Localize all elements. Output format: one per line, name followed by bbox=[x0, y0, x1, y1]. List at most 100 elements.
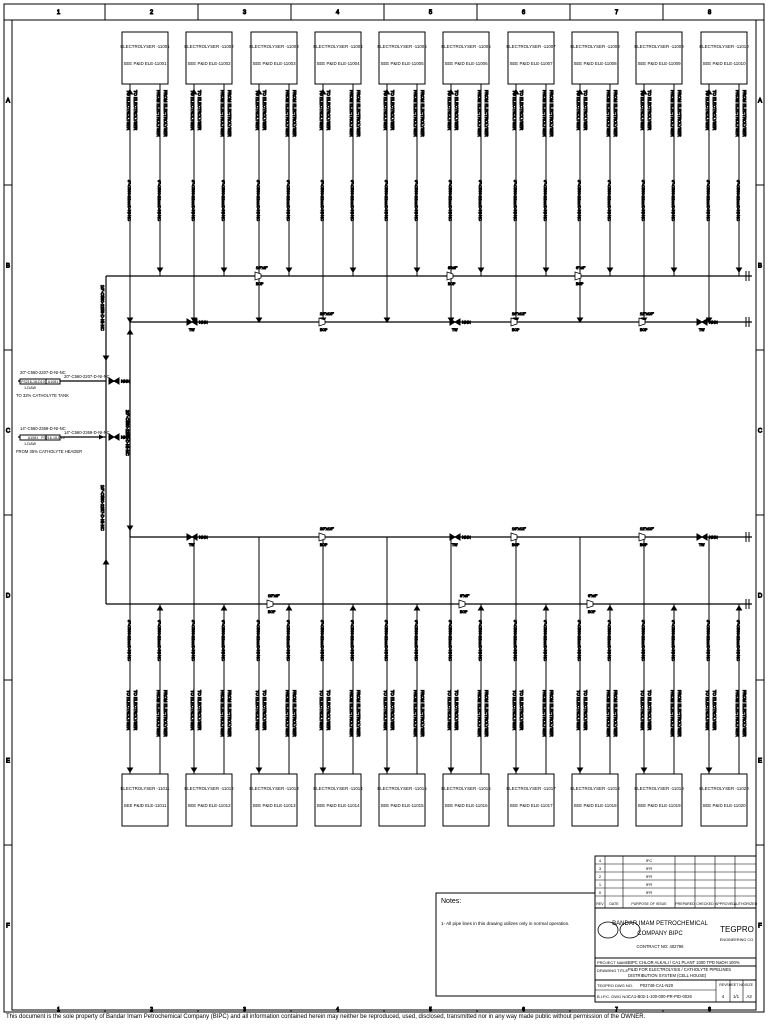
drop-label-from: FROM ELECTROLYSER bbox=[356, 90, 361, 137]
revision-header: REV bbox=[596, 902, 604, 906]
drop-label-from: FROM ELECTROLYSER bbox=[613, 690, 618, 737]
electrolyser-box bbox=[507, 31, 555, 85]
electrolyser-box bbox=[700, 31, 748, 85]
reducer-tag: BOP bbox=[640, 328, 648, 332]
electrolyser-pid-ref: SEE P&ID ELE-11008 bbox=[573, 61, 617, 66]
reducer-symbol bbox=[318, 317, 326, 327]
collector-arrow bbox=[126, 329, 134, 335]
electrolyser-pid-ref: SEE P&ID ELE-11010 bbox=[702, 61, 746, 66]
revision-header: PURPOSE OF ISSUE bbox=[631, 902, 667, 906]
drop-line-tag: 6"-C560-22xx-D-NI-NC bbox=[671, 180, 676, 221]
electrolyser-box bbox=[507, 773, 555, 827]
feed-arrow bbox=[319, 767, 327, 773]
collector-arrow bbox=[102, 355, 110, 361]
header-line-tag: 10"-C560-2257-D-NI-NC bbox=[100, 485, 105, 531]
column-index: 5 bbox=[429, 10, 433, 16]
reducer-size-label: 10"x8" bbox=[268, 593, 280, 598]
inlet-tag-box bbox=[45, 378, 61, 385]
feed-arrow bbox=[319, 89, 327, 95]
return-arrow bbox=[413, 267, 421, 273]
drop-line-tag: 3"-C560-22xx-D-NI-NC bbox=[256, 620, 261, 661]
inlet-tag-text: A1081 bbox=[28, 436, 38, 440]
drop-label-from: FROM ELECTROLYSER bbox=[606, 690, 611, 737]
return-arrow bbox=[477, 605, 485, 611]
header-line-tag: 10"-C560-2258-D-NI-NC bbox=[100, 285, 105, 331]
drop-label-to: TO ELECTROLYSER bbox=[126, 690, 131, 730]
drop-label-to: TO ELECTROLYSER bbox=[326, 90, 331, 130]
drop-label-to: TO ELECTROLYSER bbox=[262, 90, 267, 130]
drop-label-to: TO ELECTROLYSER bbox=[512, 690, 517, 730]
electrolyser-pid-ref: SEE P&ID ELE-11020 bbox=[702, 803, 746, 808]
drop-label-to: TO ELECTROLYSER bbox=[705, 90, 710, 130]
inlet-arrow bbox=[99, 434, 104, 440]
drop-label-from: FROM ELECTROLYSER bbox=[735, 690, 740, 737]
electrolyser-pid-ref: SEE P&ID ELE-11007 bbox=[509, 61, 553, 66]
drawing-title-1: P&ID FOR ELECTROLYSIS / CATHOLYTE PIPELI… bbox=[628, 967, 731, 972]
electrolyser-tag: ELECTROLYSER -11007 bbox=[506, 44, 556, 49]
reducer-tag: BOP bbox=[640, 543, 648, 547]
contract-number: CONTRACT NO: 402796 bbox=[637, 944, 685, 949]
return-arrow bbox=[285, 267, 293, 273]
valve-icon bbox=[449, 318, 461, 326]
drop-line-tag: 6"-C560-22xx-D-NI-NC bbox=[221, 180, 226, 221]
column-index: 2 bbox=[150, 10, 154, 16]
drop-label-to: TO ELECTROLYSER bbox=[583, 690, 588, 730]
row-index-right: F bbox=[758, 924, 762, 930]
row-index-right: A bbox=[758, 99, 762, 105]
drop-line-tag: 3"-C560-22xx-D-NI-NC bbox=[384, 180, 389, 221]
valve-tag: NNN bbox=[462, 320, 471, 325]
inlet-tag-text: A1081 bbox=[48, 380, 58, 384]
reducer-symbol bbox=[446, 271, 454, 281]
electrolyser-tag: ELECTROLYSER -11013 bbox=[249, 786, 299, 791]
revision-cell: IFR bbox=[646, 866, 653, 871]
reducer-size-label: 16"x12" bbox=[512, 311, 526, 316]
electrolyser-pid-ref: SEE P&ID ELE-11005 bbox=[380, 61, 424, 66]
valve-sub-tag: TW bbox=[189, 543, 195, 547]
electrolyser-pid-ref: SEE P&ID ELE-11012 bbox=[187, 803, 231, 808]
drop-line-tag: 3"-C560-22xx-D-NI-NC bbox=[706, 620, 711, 661]
reducer-size-label: 12"x10" bbox=[640, 526, 654, 531]
electrolyser-tag: ELECTROLYSER -11017 bbox=[506, 786, 556, 791]
return-arrow bbox=[156, 605, 164, 611]
reducer-symbol bbox=[638, 317, 646, 327]
drop-label-from: FROM ELECTROLYSER bbox=[677, 690, 682, 737]
inlet-tag-text: FS216-18-D10 bbox=[41, 436, 65, 440]
drop-label-from: FROM ELECTROLYSER bbox=[156, 90, 161, 137]
reducer-tag: BOP bbox=[460, 610, 468, 614]
return-arrow bbox=[670, 605, 678, 611]
electrolyser-pid-ref: SEE P&ID ELE-11014 bbox=[316, 803, 360, 808]
drop-line-tag: 6"-C560-22xx-D-NI-NC bbox=[414, 180, 419, 221]
drop-label-from: FROM ELECTROLYSER bbox=[420, 690, 425, 737]
notes-title: Notes: bbox=[441, 898, 461, 905]
return-arrow bbox=[413, 605, 421, 611]
notes-box bbox=[435, 892, 596, 997]
feed-arrow bbox=[705, 767, 713, 773]
row-index: A bbox=[6, 99, 10, 105]
drop-label-to: TO ELECTROLYSER bbox=[640, 90, 645, 130]
drop-label-from: FROM ELECTROLYSER bbox=[742, 90, 747, 137]
tegpro-dwg-number: P02748-CA1-N20 bbox=[640, 983, 674, 988]
reducer-symbol bbox=[510, 317, 518, 327]
drop-label-from: FROM ELECTROLYSER bbox=[613, 90, 618, 137]
bipc-dwg-number: CA1-B02-1-100-000-PR-PID-0026 bbox=[628, 994, 692, 999]
company-name: BANDAR IMAM PETROCHEMICAL bbox=[612, 921, 708, 927]
drop-label-from: FROM ELECTROLYSER bbox=[220, 690, 225, 737]
feed-arrow bbox=[447, 767, 455, 773]
electrolyser-pid-ref: SEE P&ID ELE-11015 bbox=[380, 803, 424, 808]
feed-arrow bbox=[640, 767, 648, 773]
feed-arrow bbox=[383, 767, 391, 773]
inlet-line-tag-right: 14"-C560-2369-D-NI-NC bbox=[64, 430, 110, 435]
row-index-right: E bbox=[758, 759, 762, 765]
electrolyser-box bbox=[185, 773, 233, 827]
drop-label-to: TO ELECTROLYSER bbox=[133, 690, 138, 730]
electrolyser-tag: ELECTROLYSER -11006 bbox=[441, 44, 491, 49]
revision-cell: IFC bbox=[646, 858, 653, 863]
reducer-tag: BOP bbox=[576, 282, 584, 286]
drop-line-tag: 3"-C560-22xx-D-NI-NC bbox=[513, 620, 518, 661]
drop-label-from: FROM ELECTROLYSER bbox=[292, 90, 297, 137]
column-index-bottom: 8 bbox=[708, 1007, 711, 1013]
inlet-line-tag: 20"-C560-2207-D-NI-NC bbox=[20, 370, 66, 375]
electrolyser-tag: ELECTROLYSER -11014 bbox=[313, 786, 363, 791]
